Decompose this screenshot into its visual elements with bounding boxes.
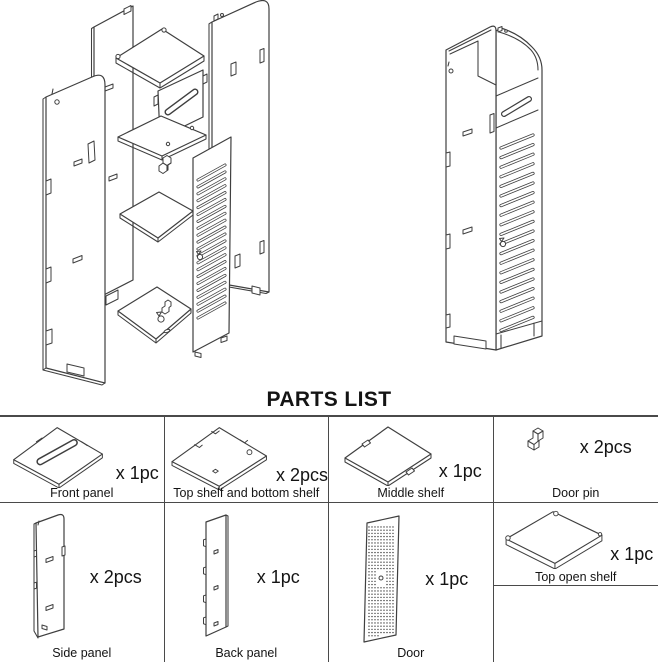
parts-list-title: PARTS LIST — [266, 388, 392, 411]
side-panel-icon — [33, 513, 66, 639]
part-cell-front-panel: x 1pc Front panel — [0, 417, 165, 503]
door-pin-icon — [527, 427, 544, 451]
back-panel-icon — [202, 514, 229, 637]
exploded-top-open-shelf — [115, 27, 205, 89]
part-cell-top-bottom-shelf: x 2pcs Top shelf and bottom shelf — [164, 417, 329, 503]
part-cell-back-panel: x 1pc Back panel — [165, 503, 329, 662]
top-bottom-shelf-icon — [170, 427, 267, 490]
assembled-cabinet — [445, 25, 543, 351]
part-name: Side panel — [52, 646, 112, 660]
part-cell-door-pin: x 2pcs Door pin — [493, 417, 658, 503]
part-cell-side-panel: x 2pcs Side panel — [0, 503, 165, 662]
part-quantity: x 1pc — [610, 544, 654, 564]
exploded-top-shelf — [117, 115, 207, 161]
part-quantity: x 1pc — [425, 568, 469, 589]
part-name: Top open shelf — [535, 570, 617, 584]
exploded-view-diagram — [42, 0, 270, 386]
assembled-view-diagram — [445, 25, 543, 351]
part-quantity: x 2pcs — [275, 465, 328, 485]
top-open-shelf-icon — [505, 510, 603, 569]
door-icon — [363, 515, 400, 643]
part-quantity: x 1pc — [438, 461, 482, 481]
part-name: Front panel — [50, 486, 114, 500]
part-cell-middle-shelf: x 1pc Middle shelf — [329, 417, 494, 503]
part-quantity: x 2pcs — [579, 437, 632, 457]
parts-list-table: x 1pc Front panel x 2pcs Top shelf and b… — [0, 415, 658, 662]
part-quantity: x 2pcs — [89, 566, 142, 587]
exploded-door — [192, 136, 232, 358]
part-quantity: x 1pc — [256, 566, 300, 587]
part-name: Back panel — [215, 646, 278, 660]
part-cell-top-open-shelf: x 1pc Top open shelf — [493, 503, 658, 662]
part-name: Middle shelf — [377, 486, 445, 500]
part-quantity: x 1pc — [115, 463, 159, 483]
exploded-bottom-shelf — [117, 286, 192, 344]
part-name: Door — [397, 646, 425, 660]
part-name: Door pin — [552, 486, 600, 500]
front-panel-icon — [12, 427, 103, 488]
exploded-door-pin — [158, 155, 172, 174]
middle-shelf-icon — [344, 426, 432, 486]
part-name: Top shelf and bottom shelf — [173, 486, 320, 500]
part-cell-door: x 1pc Door — [329, 503, 494, 662]
exploded-side-panel-left — [42, 74, 106, 386]
